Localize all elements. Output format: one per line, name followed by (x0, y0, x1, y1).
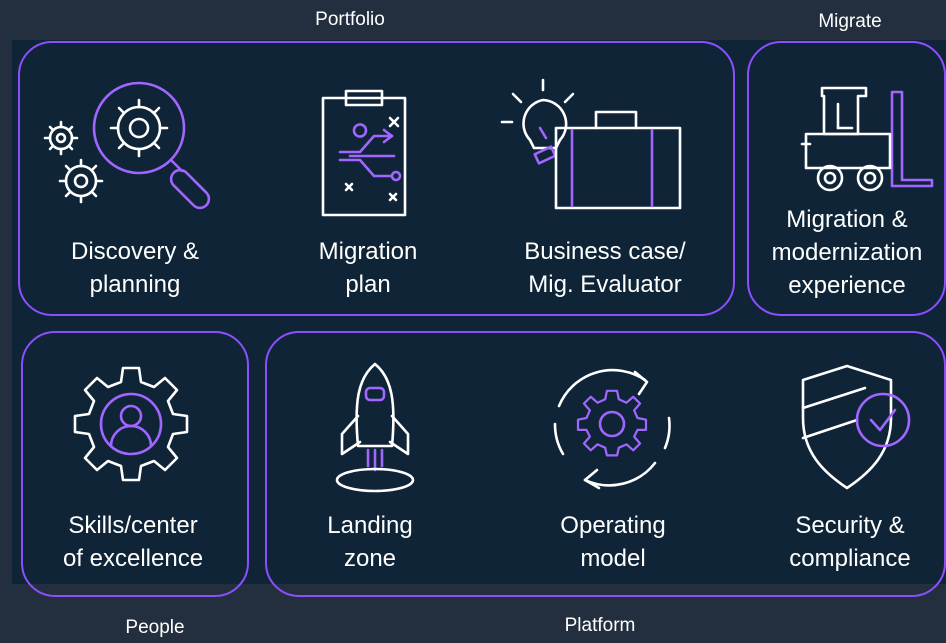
rocket-icon (335, 362, 415, 493)
portfolio-group (18, 41, 735, 316)
lightbulb-briefcase-icon (500, 78, 682, 210)
gears-magnifier-icon (43, 81, 211, 210)
diagram-panel (12, 40, 946, 584)
gear-cycle-icon (553, 368, 671, 490)
business-case-label: Business case/Mig. Evaluator (524, 238, 686, 298)
forklift-icon (800, 86, 934, 192)
people-group-label: People (125, 617, 185, 638)
gear-person-icon (73, 366, 189, 482)
security-label: Security &compliance (789, 512, 911, 572)
people-group (21, 331, 249, 597)
platform-group (265, 331, 946, 597)
migrate-group-label: Migrate (818, 11, 882, 32)
portfolio-group-label: Portfolio (315, 9, 385, 30)
migrate-group (747, 41, 946, 316)
shield-check-icon (801, 364, 911, 490)
platform-group-label: Platform (564, 615, 636, 636)
discovery-planning-label: Discovery &planning (70, 238, 200, 298)
clipboard-arrows-icon (321, 89, 407, 217)
